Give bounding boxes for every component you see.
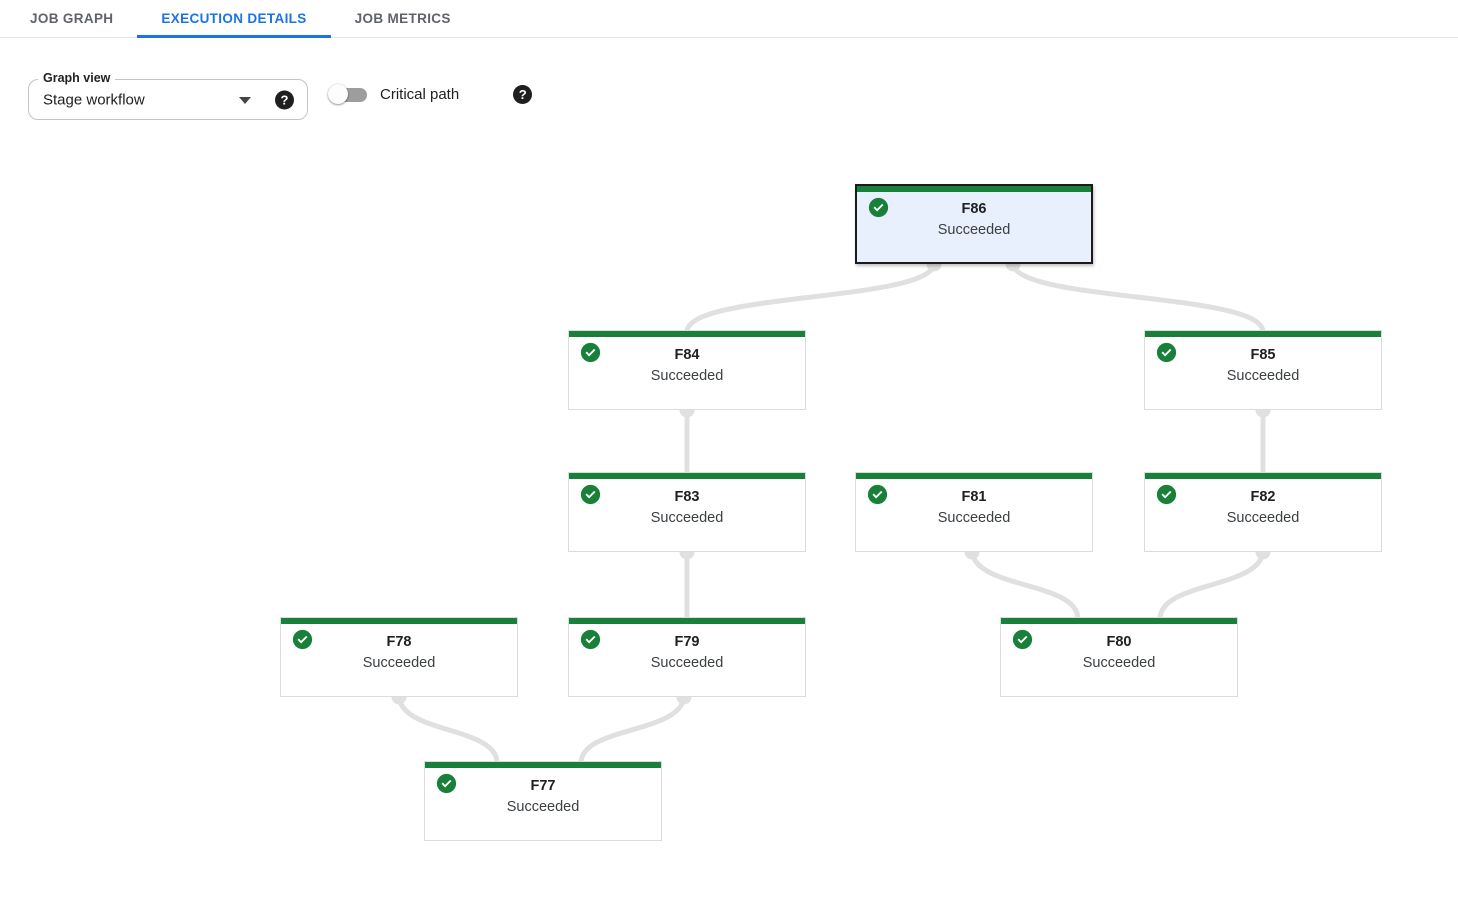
node-title: F82	[1250, 489, 1276, 505]
tab-job-graph[interactable]: JOB GRAPH	[30, 11, 114, 26]
status-bar	[569, 331, 805, 337]
check-circle-icon	[580, 484, 601, 505]
workflow-edge-F79-F77	[578, 692, 687, 766]
node-status: Succeeded	[650, 655, 724, 671]
node-title: F83	[674, 489, 700, 505]
tab-bar: JOB GRAPH EXECUTION DETAILS JOB METRICS	[0, 0, 1458, 38]
workflow-edge-F86-F84	[684, 260, 937, 335]
tab-execution-details[interactable]: EXECUTION DETAILS	[137, 0, 331, 38]
critical-path-toggle[interactable]	[328, 84, 368, 105]
node-status: Succeeded	[1082, 655, 1156, 671]
node-title: F78	[386, 634, 412, 650]
node-status: Succeeded	[650, 510, 724, 526]
node-title: F86	[961, 201, 987, 217]
critical-path-label: Critical path	[380, 86, 460, 103]
node-title: F81	[961, 489, 987, 505]
check-circle-icon	[867, 484, 888, 505]
check-circle-icon	[580, 342, 601, 363]
workflow-edge-F86-F85	[1010, 260, 1266, 335]
status-bar	[569, 618, 805, 624]
node-title: F79	[674, 634, 700, 650]
workflow-edge-F78-F77	[396, 692, 500, 766]
status-bar	[1145, 473, 1381, 479]
status-bar	[857, 186, 1091, 192]
node-status: Succeeded	[1226, 510, 1300, 526]
node-status: Succeeded	[937, 222, 1011, 238]
node-status: Succeeded	[937, 510, 1011, 526]
check-circle-icon	[580, 629, 601, 650]
check-circle-icon	[868, 197, 889, 218]
node-status: Succeeded	[1226, 368, 1300, 384]
status-bar	[856, 473, 1092, 479]
graph-view-value: Stage workflow	[43, 91, 145, 108]
check-circle-icon	[1156, 484, 1177, 505]
node-title: F85	[1250, 347, 1276, 363]
workflow-edge-F82-F80	[1157, 547, 1266, 622]
node-status: Succeeded	[506, 799, 580, 815]
graph-view-select[interactable]: Graph view Stage workflow ?	[28, 71, 308, 120]
workflow-edge-F81-F80	[969, 547, 1081, 622]
critical-path-help-icon[interactable]: ?	[513, 85, 533, 104]
status-bar	[1001, 618, 1237, 624]
node-title: F77	[530, 778, 556, 794]
graph-view-label: Graph view	[38, 71, 116, 86]
check-circle-icon	[292, 629, 313, 650]
check-circle-icon	[436, 773, 457, 794]
node-status: Succeeded	[362, 655, 436, 671]
status-bar	[1145, 331, 1381, 337]
node-title: F80	[1106, 634, 1132, 650]
toggle-knob-icon	[328, 84, 348, 104]
critical-path-group: Critical path ?	[328, 84, 533, 105]
graph-view-help-icon[interactable]: ?	[275, 90, 294, 109]
check-circle-icon	[1156, 342, 1177, 363]
tab-job-metrics[interactable]: JOB METRICS	[354, 11, 451, 26]
status-bar	[569, 473, 805, 479]
check-circle-icon	[1012, 629, 1033, 650]
node-title: F84	[674, 347, 700, 363]
status-bar	[281, 618, 517, 624]
node-status: Succeeded	[650, 368, 724, 384]
chevron-down-icon	[239, 96, 251, 104]
status-bar	[425, 762, 661, 768]
